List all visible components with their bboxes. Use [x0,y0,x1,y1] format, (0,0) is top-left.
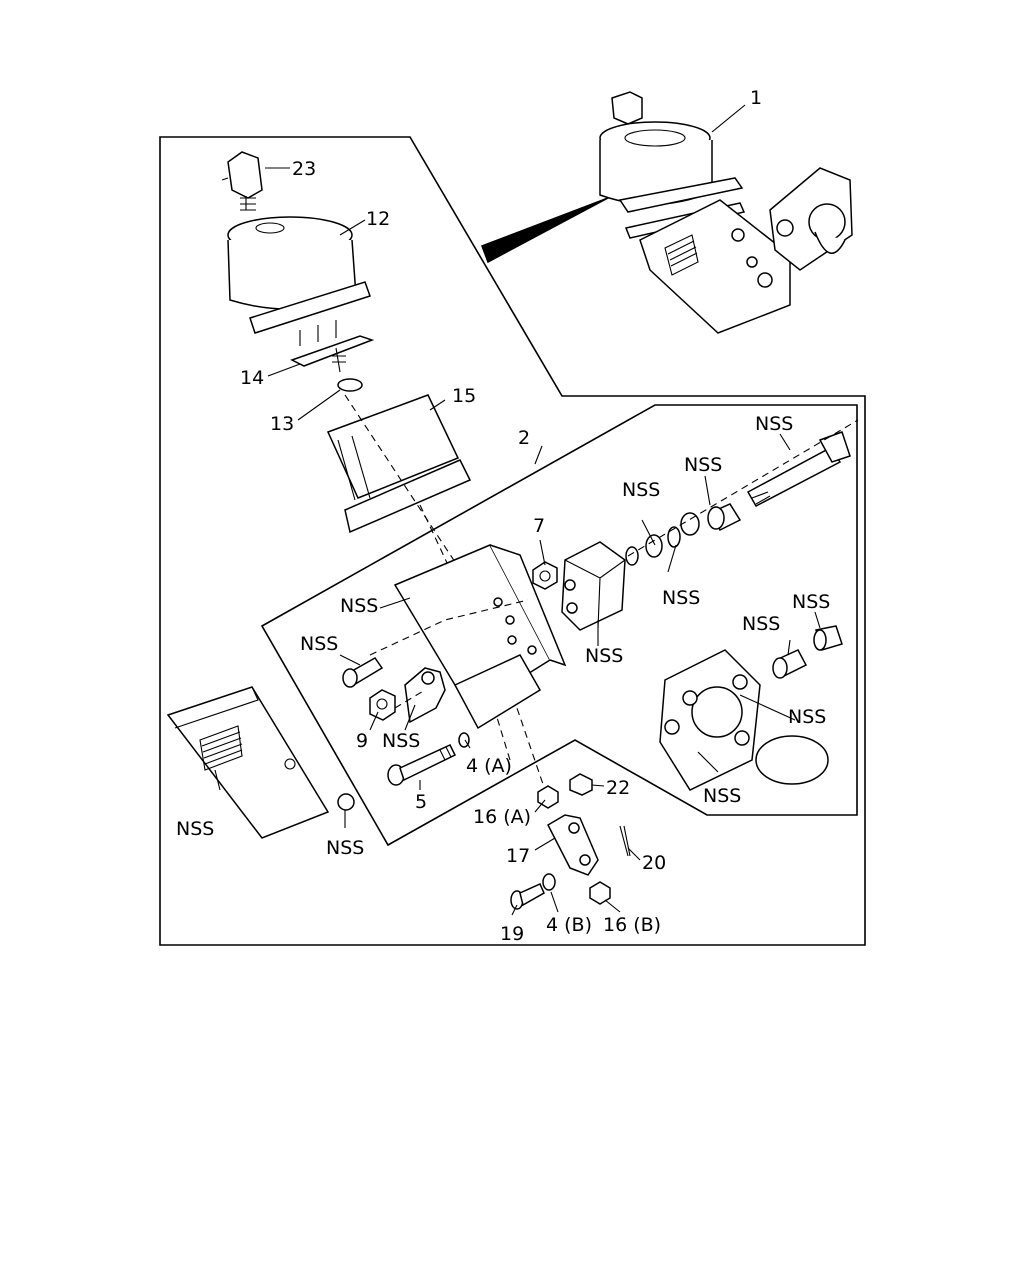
cap-nss [337,793,355,811]
label-16b: 16 (B) [603,914,661,936]
label-nss-bracket: NSS [340,595,378,617]
part-9-nut [369,689,396,721]
label-7: 7 [533,515,545,537]
label-12: 12 [366,208,390,230]
block-nss [561,541,626,631]
label-nss-plug: NSS [788,706,826,728]
part-7-nut [532,561,558,590]
part-23-connector [221,151,263,211]
label-20: 20 [642,852,666,874]
label-nss-lever: NSS [382,730,420,752]
bolt-left-nss [342,657,384,688]
part-12-actuator [227,216,371,346]
label-5: 5 [415,791,427,813]
seal-ring-1 [625,546,639,566]
part-4a-washer [458,732,470,748]
part-14-gasket [290,335,375,373]
part-19-clevis-pin [510,883,545,910]
label-22: 22 [606,777,630,799]
label-14: 14 [240,367,264,389]
label-1: 1 [750,87,762,109]
label-nss-cover: NSS [176,818,214,840]
label-4a: 4 (A) [466,755,512,777]
label-nss-pin: NSS [792,591,830,613]
main-frame [159,136,866,946]
label-nss-block: NSS [585,645,623,667]
label-nss-housing: NSS [703,785,741,807]
part-22-nut [569,773,593,796]
seal-ring-4 [680,512,700,536]
label-nss-long-bolt: NSS [755,413,793,435]
leader-lines [214,104,821,916]
part-5-bolt [387,744,457,786]
label-nss-bolt: NSS [300,633,338,655]
label-nss-seal-upper: NSS [622,479,660,501]
long-bolt-nss [746,431,851,507]
label-23: 23 [292,158,316,180]
label-2: 2 [518,427,530,449]
label-nss-cap: NSS [326,837,364,859]
label-9: 9 [356,730,368,752]
housing-nss [659,649,761,791]
label-nss-sleeve: NSS [742,613,780,635]
label-15: 15 [452,385,476,407]
label-nss-bushing: NSS [684,454,722,476]
label-17: 17 [506,845,530,867]
cover-nss [166,686,330,839]
part-13-washer [337,378,363,392]
seal-ring-3 [667,526,681,548]
part-4b-washer [542,873,556,891]
assembled-unit-drawing [481,91,853,334]
part-20-split-pin [619,825,631,857]
label-19: 19 [500,923,524,945]
label-nss-seal-lower: NSS [662,587,700,609]
seal-ring-2 [645,534,663,558]
part-15-bracket [326,394,472,534]
subassembly-frame [260,404,858,847]
bushing-nss [707,503,742,532]
lever-nss [394,667,446,724]
part-17-link [547,814,599,876]
label-16a: 16 (A) [473,806,531,828]
label-13: 13 [270,413,294,435]
main-bracket-nss [393,544,567,730]
label-4b: 4 (B) [546,914,592,936]
part-16b-nut [589,881,611,905]
sleeve-nss [772,649,808,679]
plug-nss [755,735,829,785]
pin-nss [813,625,843,651]
